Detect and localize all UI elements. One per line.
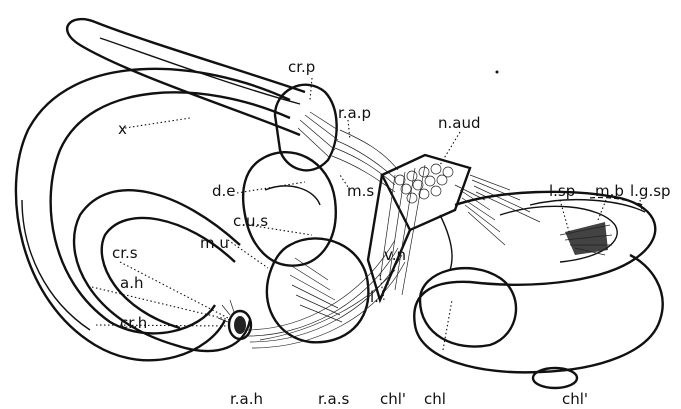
- label-n-aud: n.aud: [438, 114, 481, 132]
- label-v-n: v.n: [384, 246, 406, 264]
- label-x: x: [118, 120, 127, 138]
- stray-dot: [496, 71, 499, 74]
- label-c-u-s: c.u.s: [233, 212, 268, 230]
- label-cr-h: cr.h: [120, 314, 147, 332]
- utricle: [243, 152, 336, 265]
- label-cr-s: cr.s: [112, 244, 138, 262]
- cochlear-duct-lobe: [420, 268, 516, 346]
- label-r-a-s: r.a.s: [318, 390, 350, 408]
- saccule: [267, 238, 369, 342]
- label-l-small: l.: [370, 288, 379, 306]
- cochlear-nerve-fan: [440, 175, 540, 270]
- label-chl: chl: [424, 390, 446, 408]
- label-m-u: m.u: [200, 234, 229, 252]
- auditory-nerve-trunk: [368, 155, 470, 300]
- label-a-h: a.h: [120, 274, 143, 292]
- anterior-semicircular-canal: [67, 19, 305, 135]
- label-l-g-sp: l.g.sp: [630, 182, 671, 200]
- label-m-b: m.b: [595, 182, 624, 200]
- label-r-a-h: r.a.h: [230, 390, 263, 408]
- label-m-s: m.s: [347, 182, 374, 200]
- label-chl-prime-1: chl': [380, 390, 406, 408]
- label-d-e: d.e: [212, 182, 236, 200]
- label-r-a-p: r.a.p: [338, 104, 371, 122]
- label-chl-prime-2: chl': [562, 390, 588, 408]
- label-cr-p: cr.p: [288, 58, 315, 76]
- horizontal-semicircular-canal: [74, 190, 250, 351]
- label-l-sp: l.sp: [549, 182, 575, 200]
